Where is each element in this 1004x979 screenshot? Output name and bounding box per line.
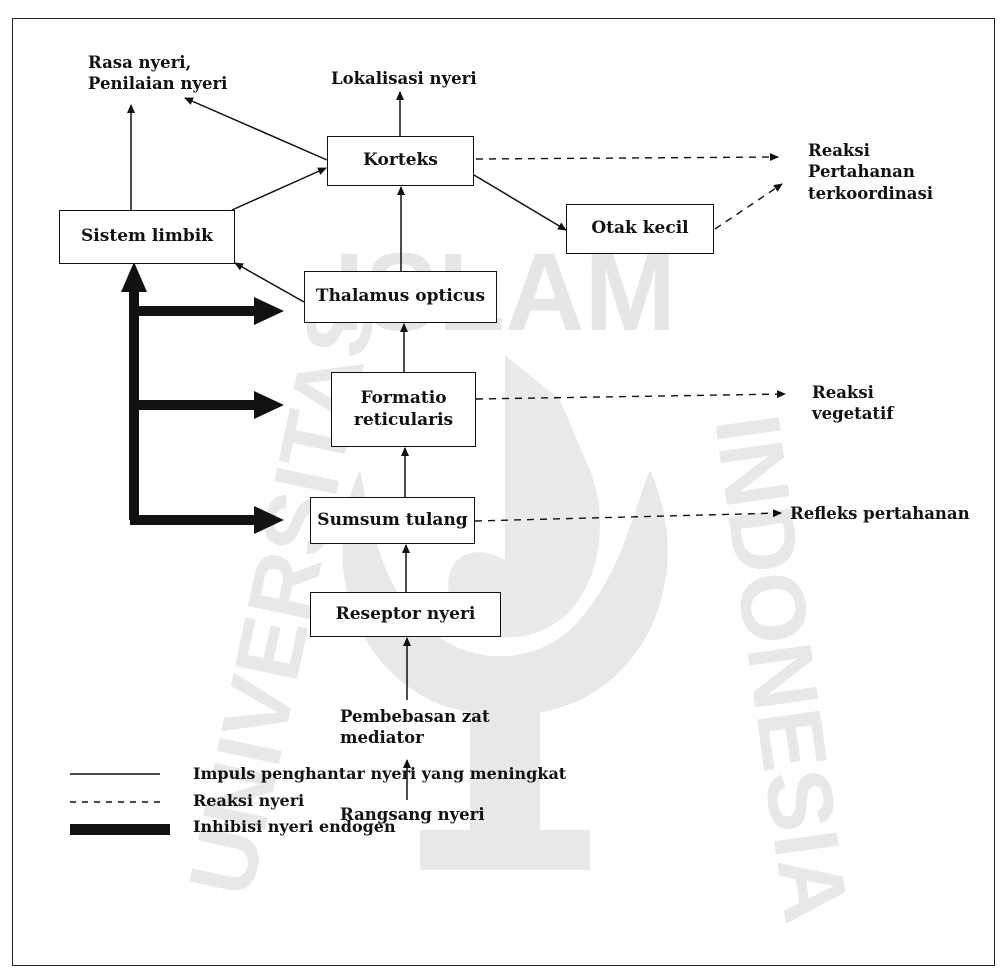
label-rangsang-nyeri: Rangsang nyeri [340,805,485,824]
node-reseptor-label: Reseptor nyeri [335,603,476,624]
label-reaksi-veg-line1: Reaksi [812,383,874,402]
node-korteks-label: Korteks [363,150,438,171]
arrow-limbik-korteks [231,167,327,211]
node-korteks: Korteks [327,136,474,186]
node-thalamus-opticus: Thalamus opticus [304,271,497,323]
label-reaksi-pertahanan: Reaksi Pertahanan terkoordinasi [808,140,933,204]
node-formatio-reticularis: Formatio reticularis [331,372,476,447]
node-sumsum-tulang: Sumsum tulang [310,497,475,544]
dashed-formatio-vegetatif [475,390,786,400]
node-thalamus-label: Thalamus opticus [315,286,486,307]
label-refleks-pertahanan: Refleks pertahanan [790,504,970,523]
label-rasa-line2: Penilaian nyeri [88,74,228,94]
inhibition-head-sumsum [254,506,284,534]
arrow-korteks-rasa [184,97,328,161]
label-rasa-nyeri: Rasa nyeri, Penilaian nyeri [88,52,227,95]
legend-thick-text: Inhibisi nyeri endogen [193,817,396,836]
legend-thick-bar [70,824,170,835]
label-rasa-line1: Rasa nyeri, [88,53,192,72]
node-sistem-limbik: Sistem limbik [59,210,235,264]
label-reaksi-pert-line2: Pertahanan [808,162,915,182]
dashed-korteks-reaksi [475,153,779,162]
dashed-otakkecil-reaksi [714,183,783,230]
label-reaksi-vegetatif: Reaksi vegetatif [812,382,893,425]
node-otak-kecil: Otak kecil [566,204,714,254]
label-pembebasan-line2: mediator [340,728,424,748]
arrow-thalamus-limbik [234,262,305,303]
node-reseptor-nyeri: Reseptor nyeri [310,592,501,637]
arrow-korteks-otakkecil [473,174,567,231]
dashed-sumsum-refleks [474,509,782,522]
inhibition-head-thalamus [254,297,284,325]
node-otak-kecil-label: Otak kecil [591,218,689,239]
node-sistem-limbik-label: Sistem limbik [81,226,213,247]
node-formatio-line1: Formatio [360,388,447,409]
inhibition-head-up [121,262,147,292]
legend-solid-text: Impuls penghantar nyeri yang meningkat [193,764,567,783]
node-sumsum-label: Sumsum tulang [317,509,468,530]
diagram-frame [12,18,995,966]
label-reaksi-veg-line2: vegetatif [812,404,894,424]
label-lokalisasi: Lokalisasi nyeri [331,69,477,88]
label-pembebasan: Pembebasan zat mediator [340,706,490,749]
label-pembebasan-line1: Pembebasan zat [340,707,490,726]
legend-dashed-text: Reaksi nyeri [193,791,305,810]
node-formatio-line2: reticularis [353,409,454,430]
label-reaksi-pert-line1: Reaksi [808,141,870,160]
label-reaksi-pert-line3: terkoordinasi [808,183,933,203]
inhibition-head-formatio [254,391,284,419]
